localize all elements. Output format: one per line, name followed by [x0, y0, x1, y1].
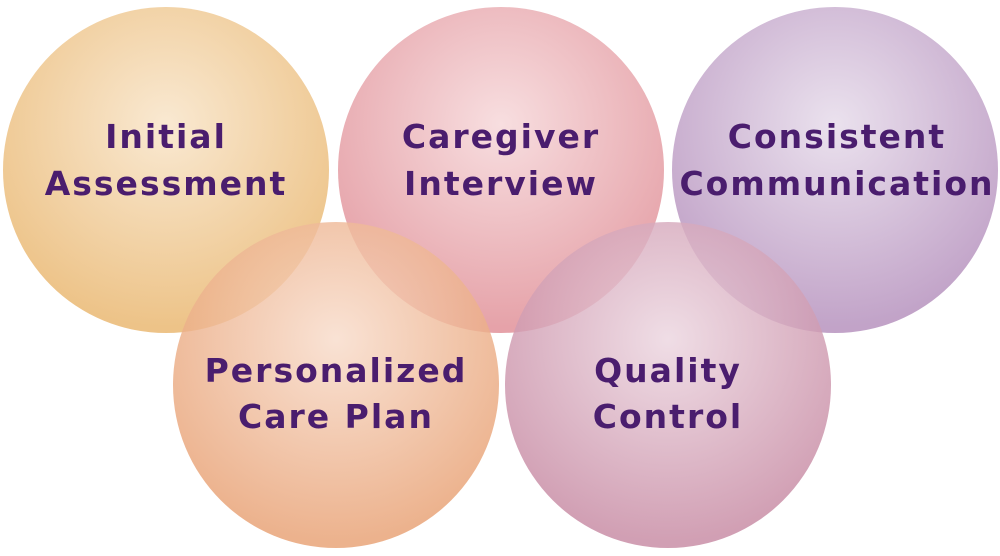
- label-caregiver-interview-line2: Interview: [404, 164, 598, 203]
- circle-quality-control: [505, 222, 831, 548]
- label-consistent-communication-line1: Consistent: [728, 117, 946, 156]
- label-quality-control-line2: Control: [593, 397, 743, 436]
- label-consistent-communication-line2: Communication: [679, 164, 994, 203]
- label-initial-assessment-line2: Assessment: [45, 164, 288, 203]
- circle-quality-control-shape: [505, 222, 831, 548]
- circle-personalized-care-plan: [173, 222, 499, 548]
- label-quality-control-line1: Quality: [594, 351, 742, 390]
- circle-personalized-care-plan-shape: [173, 222, 499, 548]
- label-personalized-care-plan-line2: Care Plan: [238, 397, 434, 436]
- label-caregiver-interview-line1: Caregiver: [402, 117, 600, 156]
- label-initial-assessment-line1: Initial: [105, 117, 227, 156]
- label-personalized-care-plan-line1: Personalized: [205, 351, 468, 390]
